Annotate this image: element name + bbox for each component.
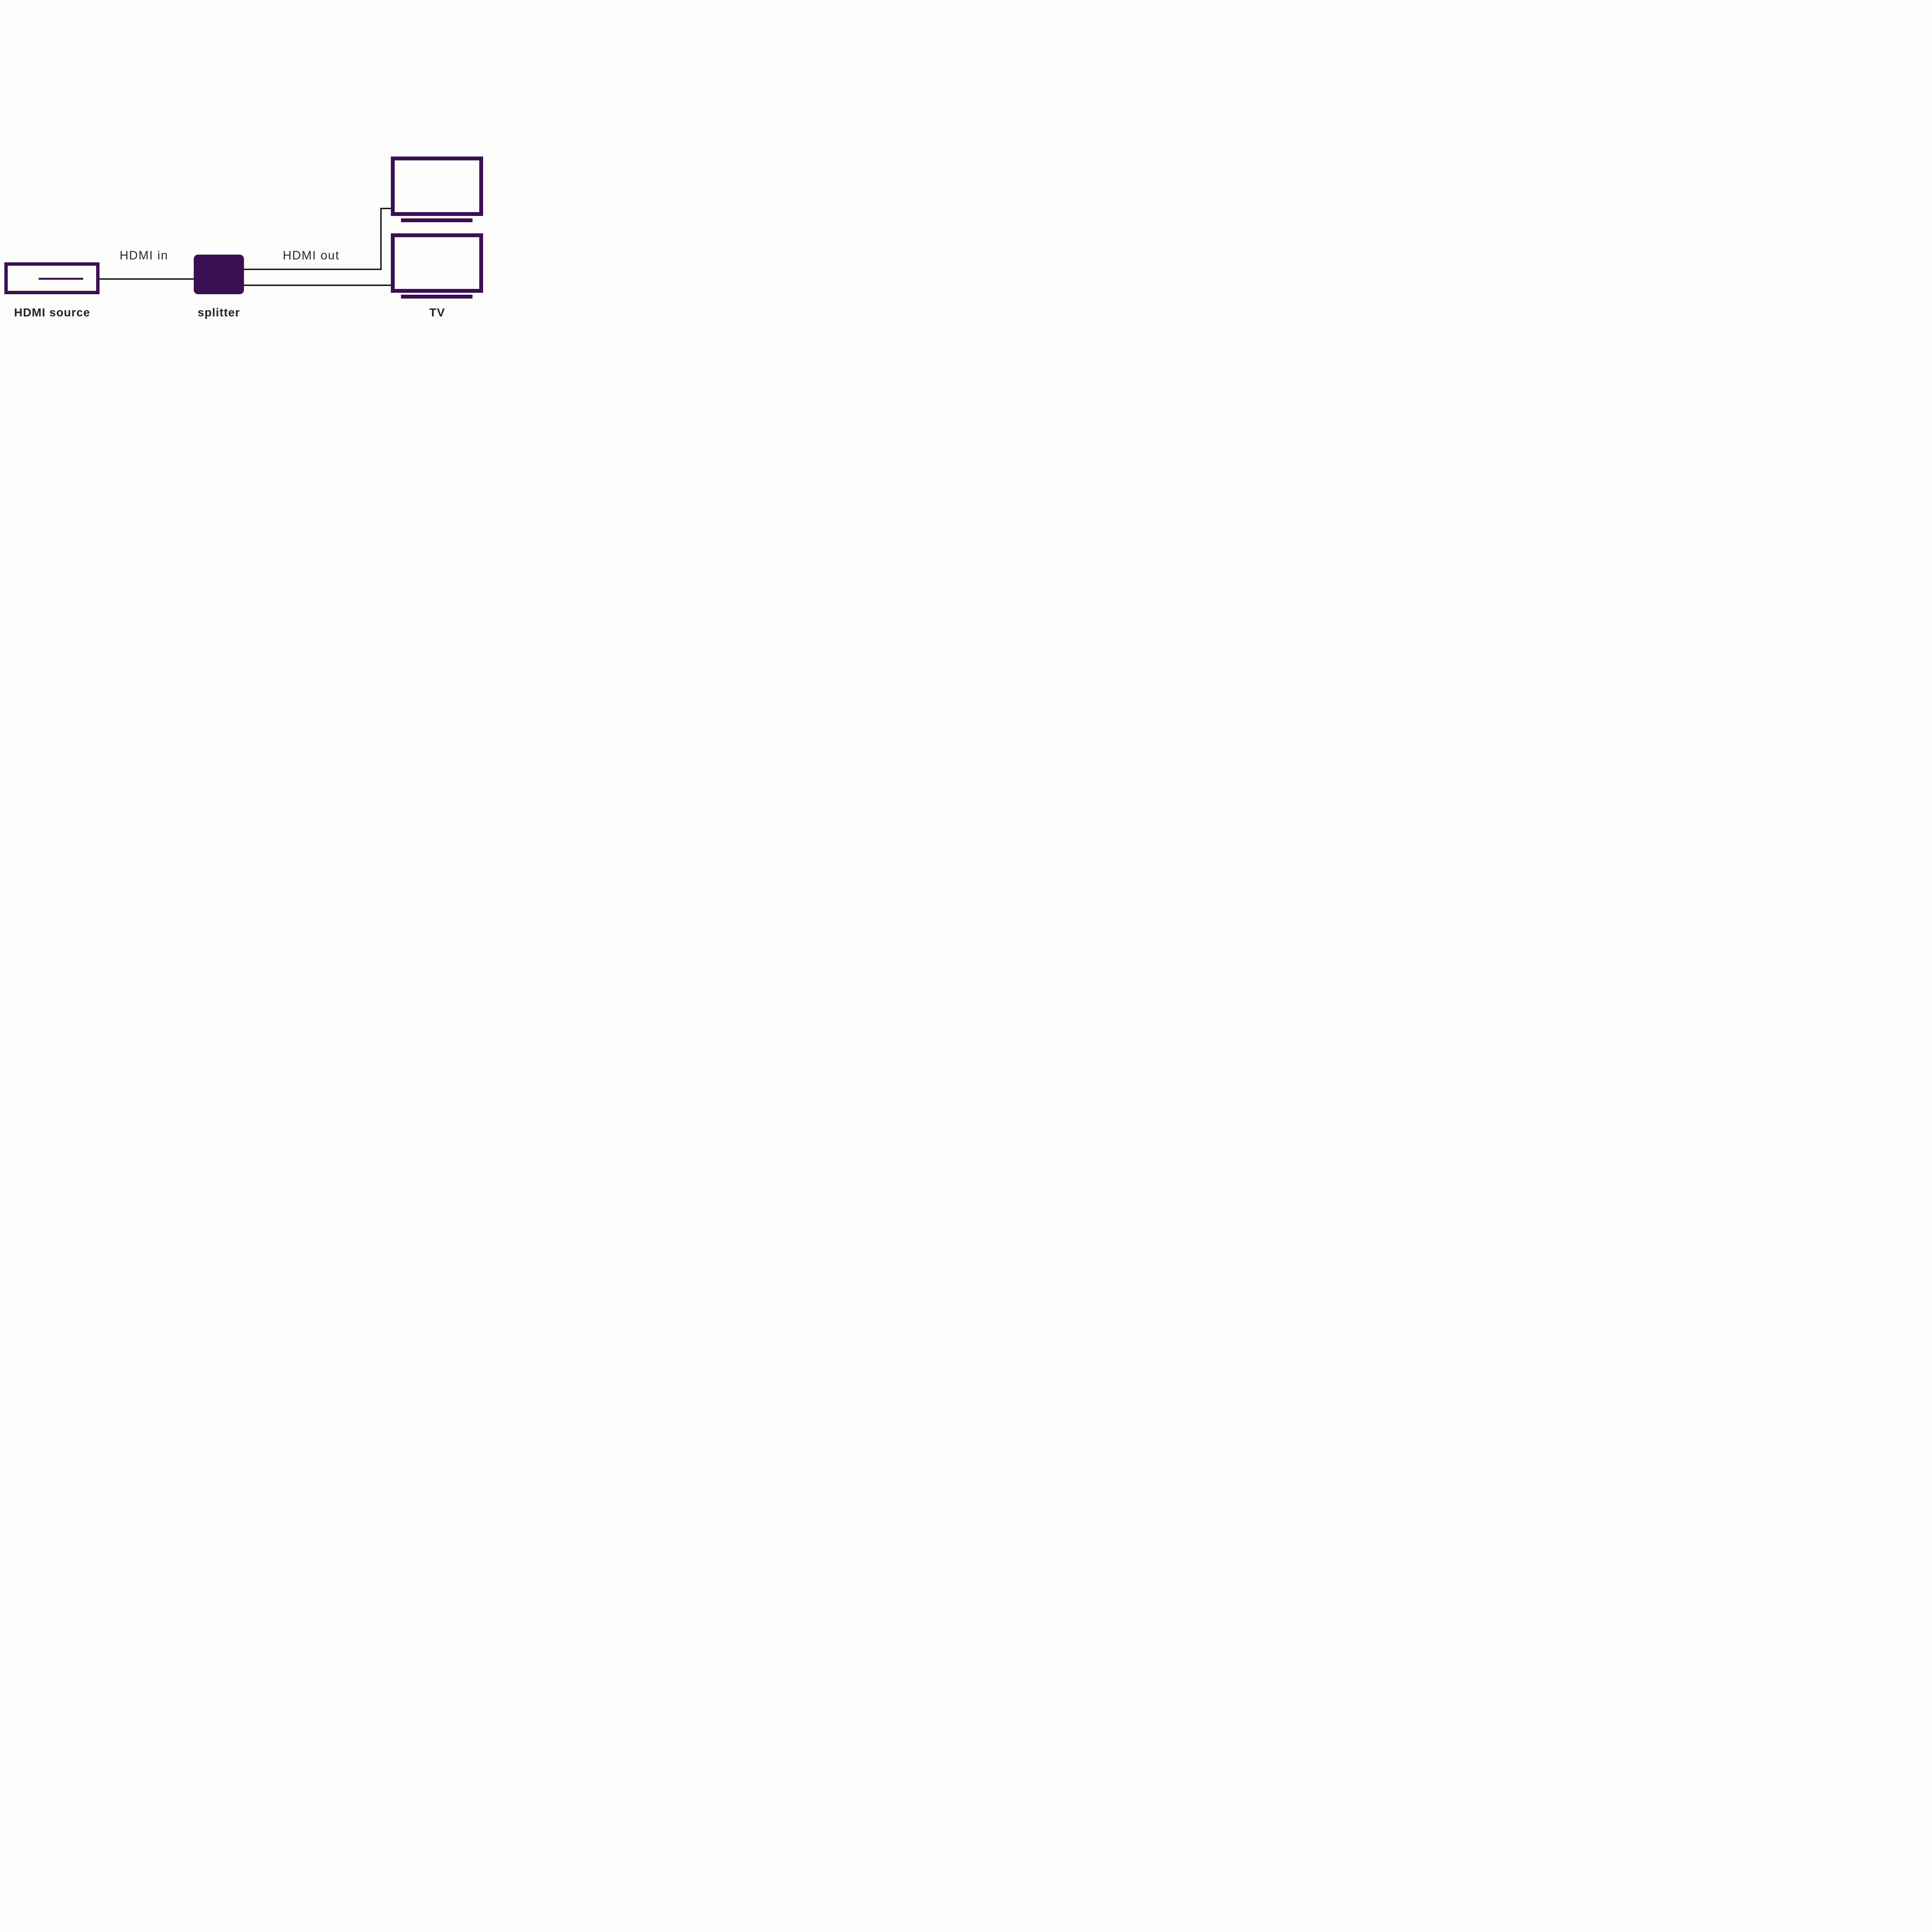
hdmi-out-wire-top <box>244 269 382 270</box>
tv-label: TV <box>429 306 445 319</box>
hdmi-source-shape <box>4 262 100 294</box>
splitter-label: splitter <box>197 306 240 319</box>
hdmi-out-wire-top-stub <box>380 208 391 209</box>
hdmi-in-label: HDMI in <box>119 249 169 262</box>
hdmi-source-label: HDMI source <box>14 306 90 319</box>
hdmi-in-wire <box>100 278 194 280</box>
splitter-shape <box>194 255 244 294</box>
hdmi-source-slot-icon <box>39 278 83 280</box>
diagram-canvas: HDMI in HDMI out HDMI source splitter TV <box>0 0 483 483</box>
tv-bottom-shape <box>391 233 483 293</box>
tv-top-shape <box>391 157 483 216</box>
hdmi-out-label: HDMI out <box>283 249 340 262</box>
hdmi-out-wire-vertical <box>380 208 382 270</box>
tv-top-stand <box>401 218 472 222</box>
tv-bottom-stand <box>401 295 472 299</box>
hdmi-out-wire-bottom <box>244 285 391 286</box>
